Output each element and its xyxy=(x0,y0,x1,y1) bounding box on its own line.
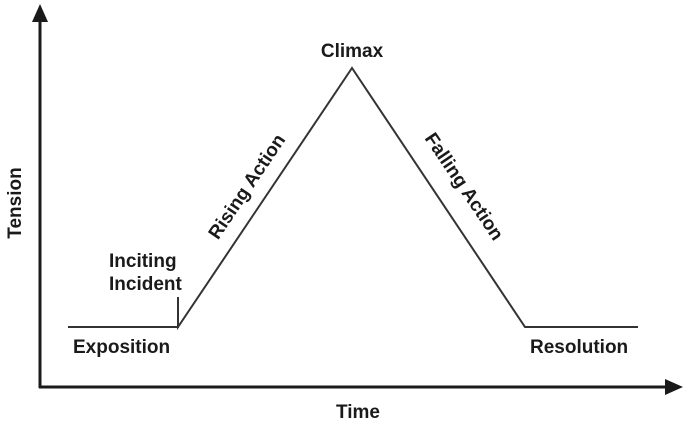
y-axis-label: Tension xyxy=(5,167,26,238)
x-axis-arrowhead xyxy=(665,379,683,395)
falling-action-label: Falling Action xyxy=(420,129,507,244)
climax-label: Climax xyxy=(321,41,384,62)
tension-curve xyxy=(68,66,638,331)
inciting-incident-label-line1: Inciting xyxy=(109,251,177,272)
resolution-label: Resolution xyxy=(530,337,628,358)
inciting-incident-label-line2: Incident xyxy=(109,274,183,295)
x-axis-label: Time xyxy=(336,402,380,423)
exposition-label: Exposition xyxy=(73,337,170,358)
rising-action-label: Rising Action xyxy=(205,131,290,244)
y-axis-arrowhead xyxy=(32,4,48,22)
